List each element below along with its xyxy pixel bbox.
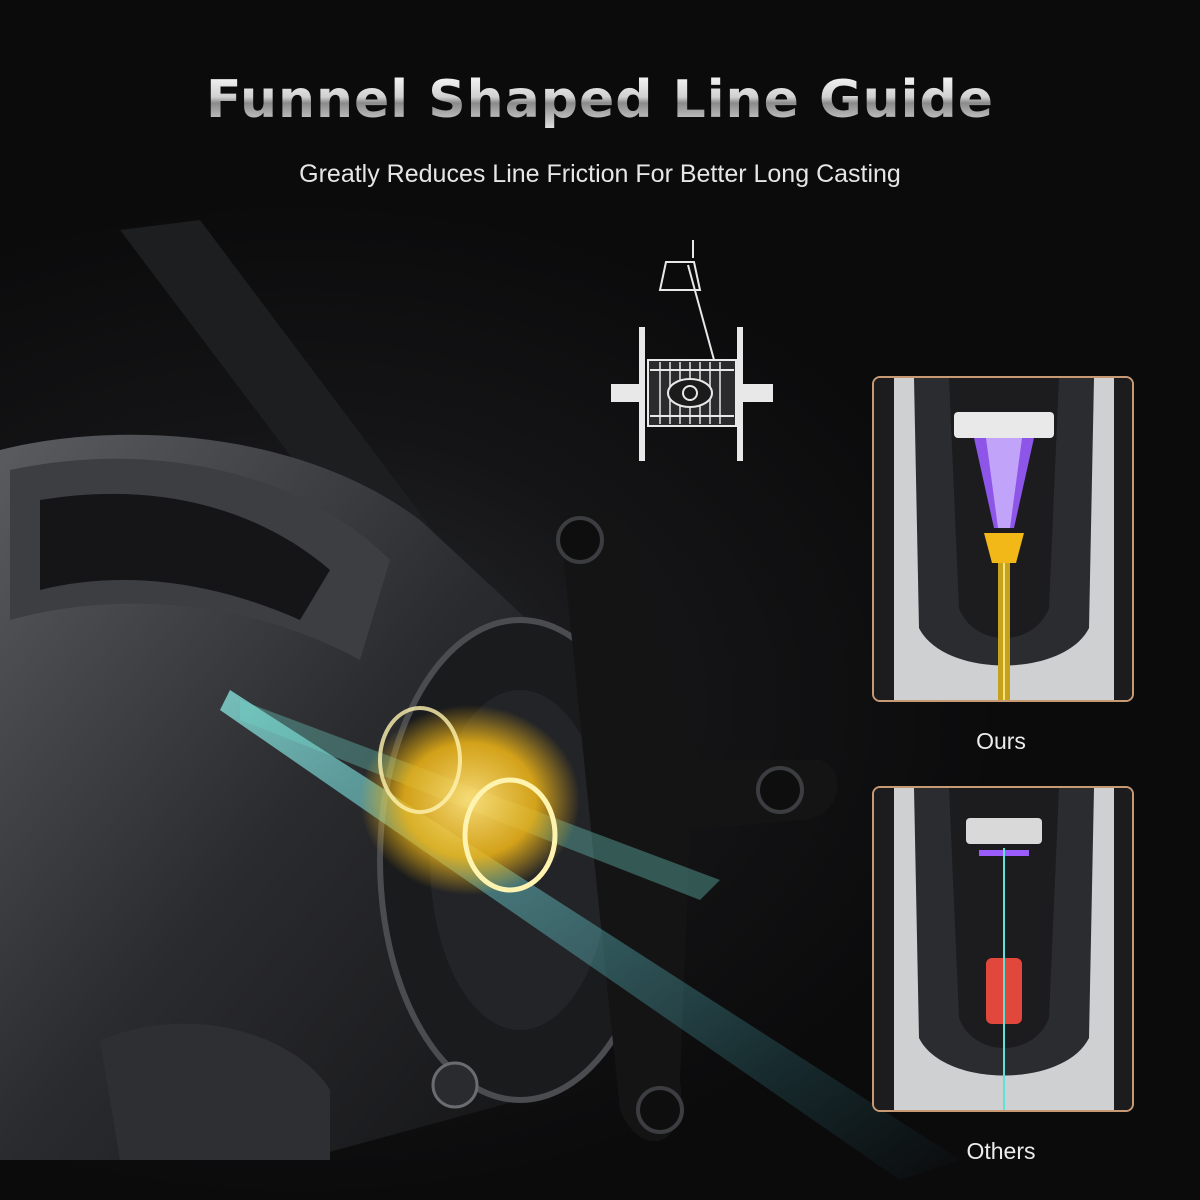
ours-comparison-panel	[872, 376, 1134, 702]
others-comparison-panel	[872, 786, 1134, 1112]
page-title: Funnel Shaped Line Guide	[0, 70, 1200, 130]
others-label: Others	[966, 1138, 1036, 1164]
page-subtitle: Greatly Reduces Line Friction For Better…	[299, 160, 901, 188]
others-guide-image	[874, 788, 1132, 1110]
ours-funnel-guide-image	[874, 378, 1132, 700]
ours-label: Ours	[976, 728, 1026, 754]
